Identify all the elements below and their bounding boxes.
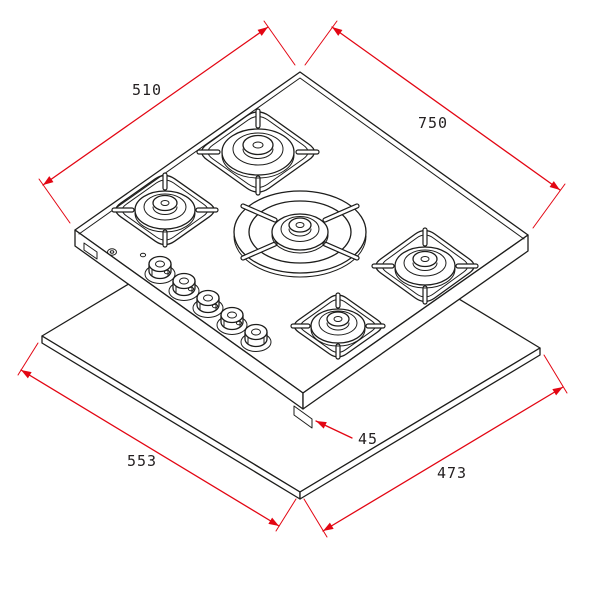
hob-front-bracket	[293, 405, 313, 429]
burner-right-cap	[412, 250, 438, 268]
dimension-750	[304, 20, 566, 229]
control-knob-1	[139, 252, 176, 284]
dimension-750-line	[331, 26, 561, 191]
dimension-553	[17, 342, 297, 532]
igniter-button	[107, 248, 117, 256]
dimension-510-extension-1	[38, 178, 71, 224]
dimension-553-label: 553	[127, 452, 157, 470]
pan-support-front-fingers	[290, 292, 386, 360]
burner-rear-cap	[242, 134, 274, 156]
burner-left-cap-edge	[152, 206, 178, 215]
burner-left	[111, 172, 219, 248]
dimension-473-label: 473	[437, 464, 467, 482]
knob-3-print-icon	[187, 286, 195, 292]
burner-front-button	[333, 316, 343, 322]
dimension-553-line	[20, 369, 280, 527]
dimension-750-extension-2	[532, 183, 566, 229]
dimension-510-line	[42, 26, 269, 186]
wok-support-arms	[240, 203, 360, 261]
wok-ring-thickness	[233, 235, 367, 278]
hob-front-right-face	[302, 234, 529, 410]
knob-5-print-icon	[235, 320, 243, 326]
burner-front-cap-edge	[326, 322, 350, 331]
wok-burner-base-edge	[271, 234, 329, 254]
dimension-45	[315, 420, 353, 439]
dimension-473-line	[322, 386, 564, 532]
dimension-510	[38, 20, 296, 224]
burner-right-cap-edge	[412, 262, 438, 271]
burner-left-button	[160, 200, 170, 206]
control-knob-4	[211, 303, 248, 335]
burner-front-base-edge	[310, 328, 366, 347]
burner-front	[290, 292, 386, 360]
pan-support-right-fingers	[371, 227, 479, 305]
wok-burner-button	[295, 222, 305, 228]
burner-front-cap	[326, 311, 350, 327]
dimension-750-extension-1	[304, 20, 338, 66]
dimension-473	[303, 354, 568, 538]
hob-left-bracket	[83, 242, 98, 260]
dimension-750-label: 750	[418, 114, 448, 132]
wok-burner-cap	[288, 217, 312, 233]
burner-right-button	[420, 256, 430, 262]
knob-2-print-icon	[163, 269, 171, 275]
dimension-45-leader	[315, 420, 353, 439]
control-knobs	[139, 252, 272, 352]
burner-right	[371, 227, 479, 305]
control-knob-3	[187, 286, 224, 318]
dimension-510-extension-2	[263, 20, 296, 66]
knob-1-print-icon	[139, 252, 147, 258]
knob-4-print-icon	[211, 303, 219, 309]
burner-right-base-edge	[394, 268, 456, 289]
burner-left-cap	[152, 194, 178, 212]
control-knob-2	[163, 269, 200, 301]
wok-burner-cap-edge	[288, 228, 312, 237]
dimension-510-label: 510	[132, 81, 162, 99]
burner-wok-central	[233, 190, 367, 278]
dimension-45-label: 45	[358, 430, 378, 448]
burner-left-base-edge	[134, 212, 196, 233]
control-knob-5	[235, 320, 272, 352]
